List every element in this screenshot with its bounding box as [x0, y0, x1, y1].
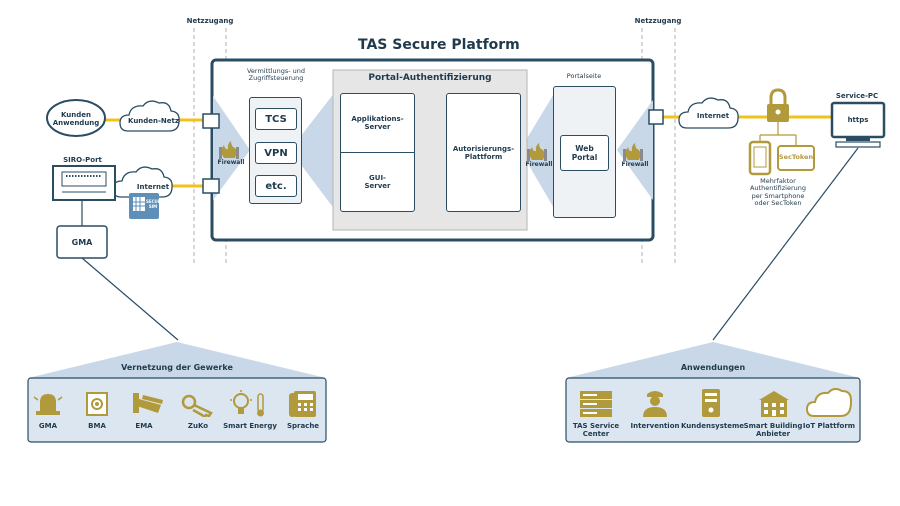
auth-platform-box[interactable]: Autorisierungs- Plattform: [446, 93, 521, 212]
key-icon: [181, 394, 213, 417]
vpn-box[interactable]: VPN: [255, 142, 297, 164]
smart-building-icon: [759, 391, 789, 417]
internet-label-right: Internet: [696, 112, 730, 120]
phone-icon: [289, 391, 316, 417]
service-pc-label: Service-PC: [835, 92, 879, 100]
firewall-left-label: Firewall: [217, 159, 245, 166]
trade-item-gma: GMA: [38, 422, 58, 430]
trade-item-smart-energy: Smart Energy: [223, 422, 277, 430]
app-item-intervention: Intervention: [630, 422, 680, 430]
smart-energy-icon: [230, 390, 264, 417]
iot-cloud-icon: [806, 388, 852, 417]
app-item-smart-building: Smart Building Anbieter: [743, 422, 803, 439]
siro-port-label: SIRO-Port: [63, 156, 102, 164]
customer-net-label: Kunden-Netz: [128, 117, 179, 125]
etc-box[interactable]: etc.: [255, 175, 297, 197]
app-item-tas-service-center: TAS Service Center: [572, 422, 620, 439]
sectoken-label: SecToken: [778, 153, 814, 161]
https-label: https: [847, 116, 869, 124]
app-item-iot-platform: IoT Plattform: [802, 422, 856, 430]
network-access-label-left: Netzzugang: [186, 17, 234, 25]
app-item-kundensysteme: Kundensysteme: [681, 422, 745, 430]
firewall-mid-label: Firewall: [525, 161, 553, 168]
gma-label: GMA: [71, 238, 93, 247]
applications-panel-title: Anwendungen: [680, 363, 746, 372]
secure-sim-label: SECURE SIM: [146, 199, 164, 209]
portal-page-title: Portalseite: [566, 72, 602, 80]
portal-auth-title: Portal-Authentifizierung: [368, 73, 492, 83]
firewall-right-label: Firewall: [621, 161, 649, 168]
fire-alarm-icon: [86, 392, 108, 416]
customer-systems-icon: [702, 389, 720, 417]
internet-label-left: Internet: [136, 183, 170, 191]
alarm-light-icon: [33, 394, 63, 415]
app-server-box[interactable]: Applikations- Server: [340, 93, 415, 153]
mfa-label: Mehrfaktor Authentifizierung per Smartph…: [749, 177, 807, 208]
trade-item-bma: BMA: [88, 422, 106, 430]
trade-item-sprache: Sprache: [286, 422, 320, 430]
gui-server-box[interactable]: GUI- Server: [340, 152, 415, 212]
web-portal-box[interactable]: Web Portal: [560, 135, 609, 171]
trades-panel-title: Vernetzung der Gewerke: [121, 363, 233, 372]
network-access-label-right: Netzzugang: [634, 17, 682, 25]
trade-item-zuko: ZuKo: [187, 422, 209, 430]
camera-icon: [133, 393, 163, 413]
customer-app-label: Kunden Anwendung: [52, 111, 100, 128]
trade-item-ema: EMA: [135, 422, 153, 430]
security-guard-icon: [643, 391, 667, 417]
mediation-title: Vermittlungs- und Zugriffsteuerung: [246, 67, 306, 83]
tcs-box[interactable]: TCS: [255, 108, 297, 130]
platform-title: TAS Secure Platform: [358, 37, 520, 53]
server-rack-icon: [580, 391, 612, 417]
